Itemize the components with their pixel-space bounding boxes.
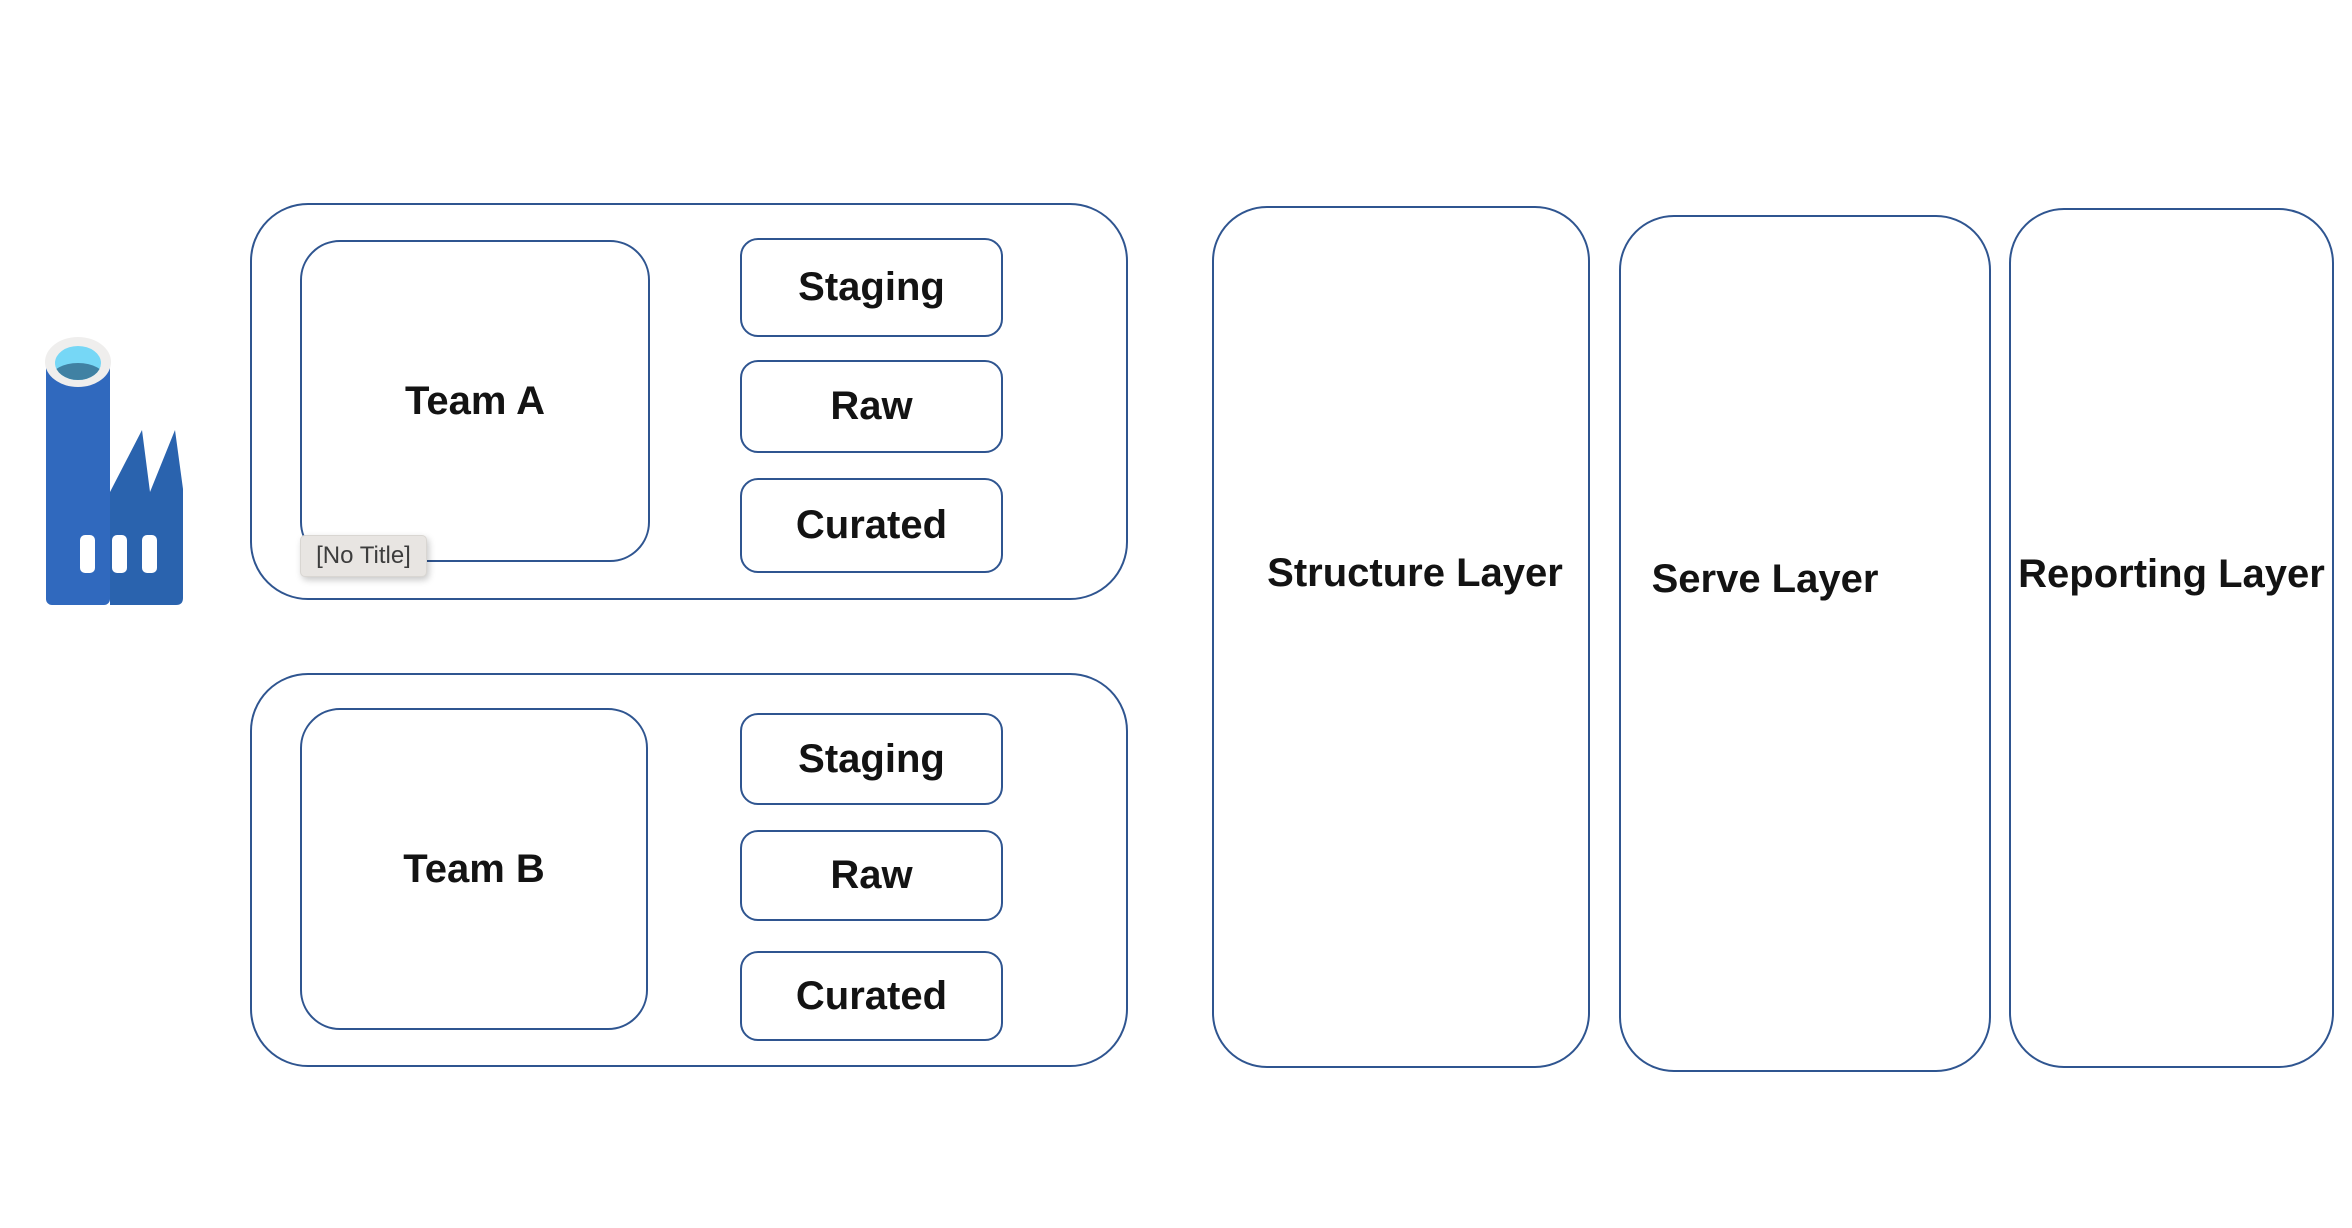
factory-window	[80, 535, 95, 573]
reporting-layer-box: Reporting Layer	[2009, 208, 2334, 1068]
team-b-raw-box: Raw	[740, 830, 1003, 921]
factory-chimney	[46, 362, 110, 605]
team-a-raw-label: Raw	[830, 384, 913, 428]
team-b-group-container	[250, 673, 1128, 1067]
azure-data-factory-icon	[45, 337, 183, 605]
team-a-raw-box: Raw	[740, 360, 1003, 453]
team-a-box: Team A	[300, 240, 650, 562]
team-b-curated-box: Curated	[740, 951, 1003, 1041]
factory-window	[142, 535, 157, 573]
team-a-group-container	[250, 203, 1128, 600]
team-a-curated-label: Curated	[795, 503, 948, 547]
team-b-label: Team B	[403, 846, 545, 891]
team-a-staging-box: Staging	[740, 238, 1003, 337]
team-b-raw-label: Raw	[830, 853, 913, 897]
reporting-layer-label: Reporting Layer	[2018, 551, 2325, 596]
structure-layer-box: Structure Layer	[1212, 206, 1590, 1068]
structure-layer-label: Structure Layer	[1267, 550, 1563, 595]
team-a-label: Team A	[404, 378, 546, 423]
team-a-staging-label: Staging	[798, 265, 945, 309]
team-b-curated-label: Curated	[795, 973, 948, 1018]
team-b-staging-label: Staging	[798, 736, 945, 781]
team-a-curated-box: Curated	[740, 478, 1003, 573]
serve-layer-label: Serve Layer	[1651, 557, 1879, 601]
chimney-opening-shadow	[55, 363, 101, 380]
team-b-staging-box: Staging	[740, 713, 1003, 805]
factory-window	[112, 535, 127, 573]
team-b-box: Team B	[300, 708, 648, 1030]
factory-body	[110, 430, 183, 605]
no-title-tooltip-text: [No Title]	[316, 542, 411, 569]
no-title-tooltip: [No Title]	[300, 535, 427, 577]
serve-layer-box: Serve Layer	[1619, 215, 1991, 1072]
